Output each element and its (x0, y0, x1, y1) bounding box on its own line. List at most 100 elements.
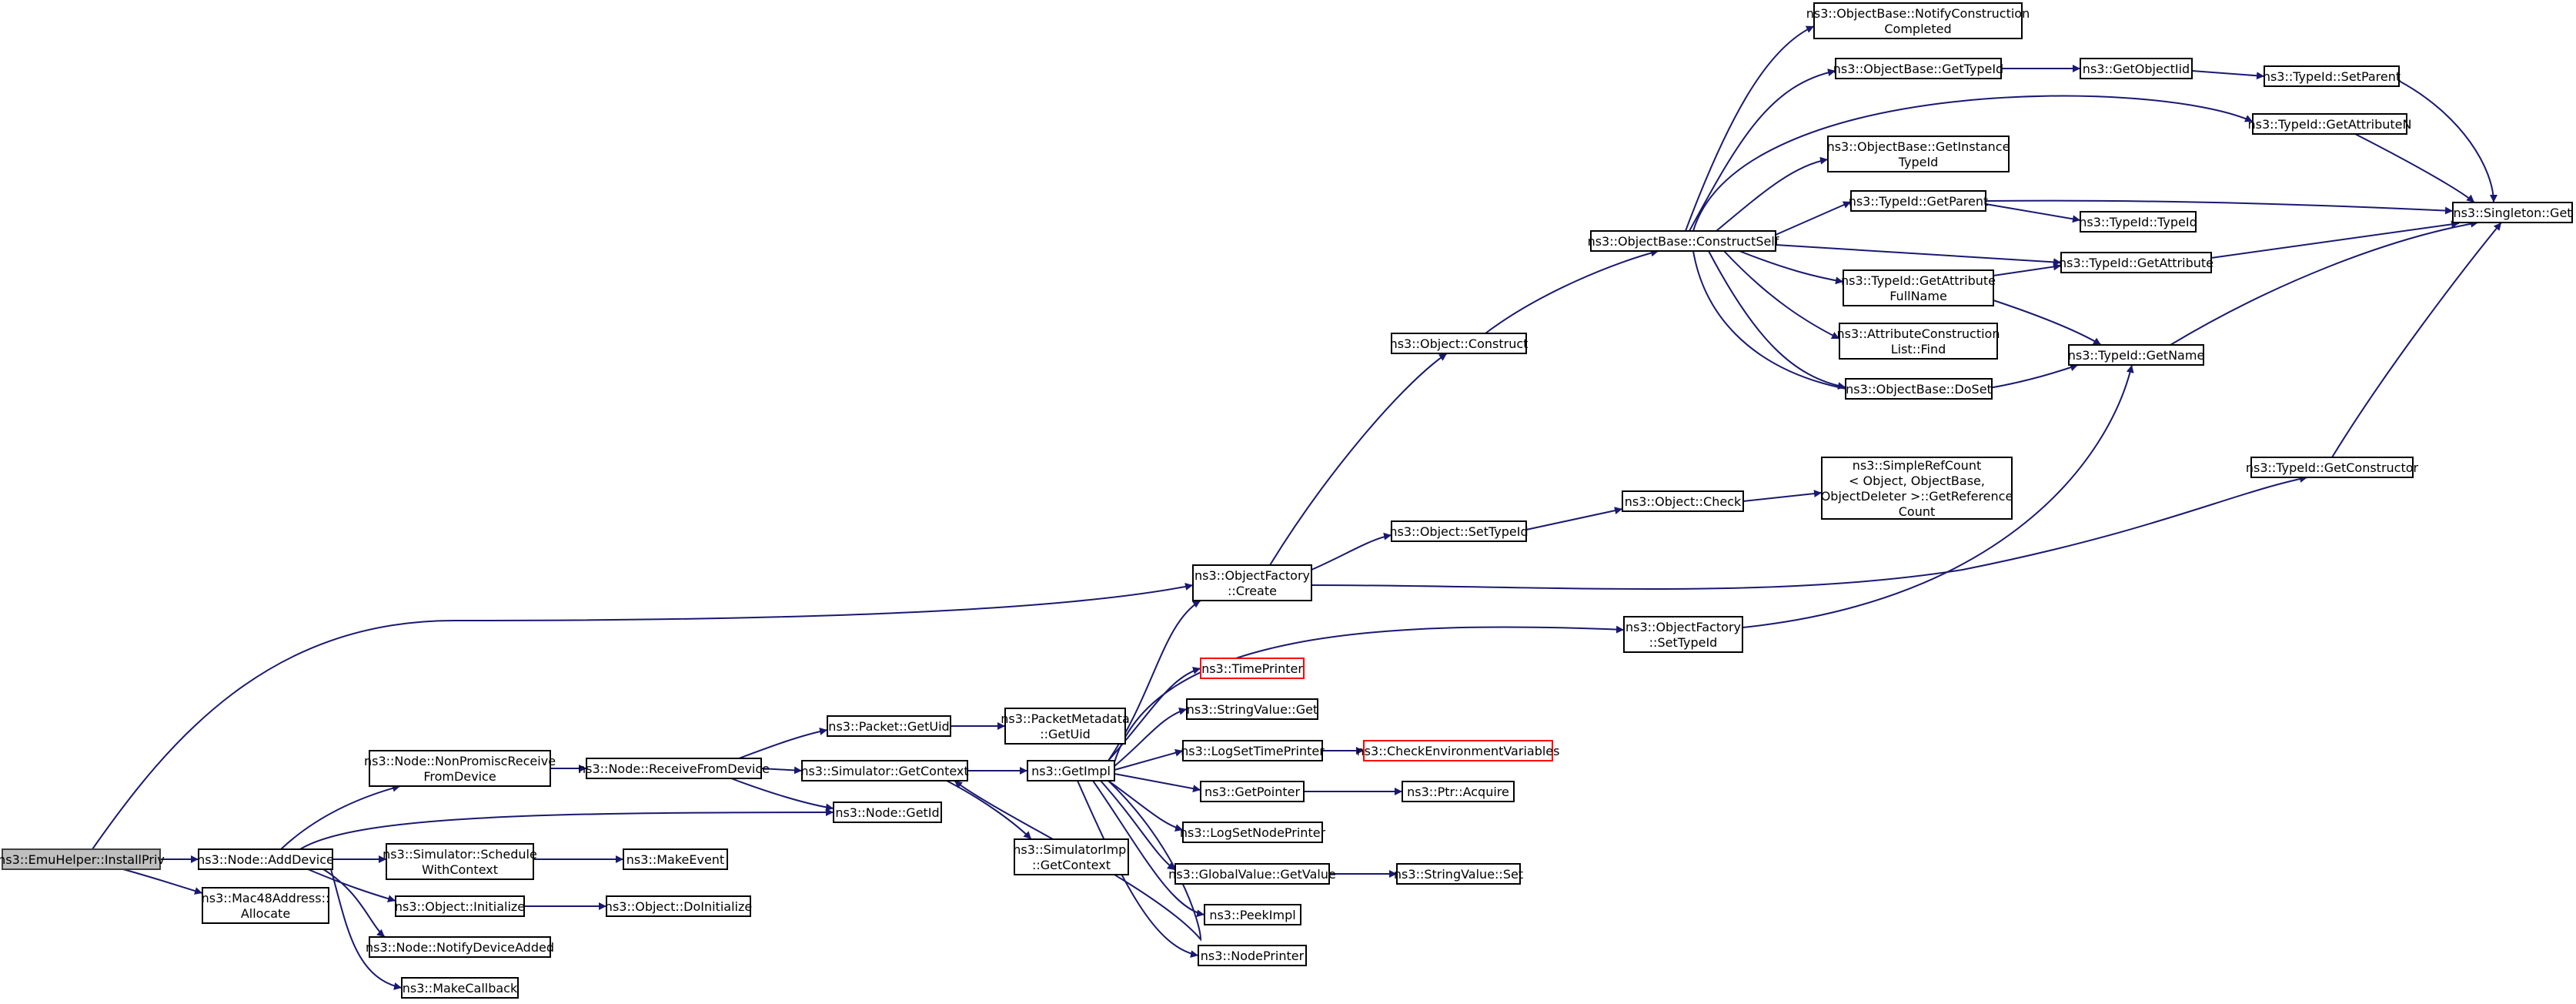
node-box-getattributefullname[interactable] (1843, 269, 1994, 306)
node-box-allocate[interactable] (202, 887, 329, 924)
node-makeevent[interactable]: ns3::MakeEvent (623, 848, 728, 870)
node-singletonget[interactable]: ns3::Singleton::Get (2452, 202, 2573, 223)
node-nodegetid[interactable]: ns3::Node::GetId (833, 802, 942, 823)
node-box-typeidgetattribute[interactable] (2060, 252, 2212, 273)
node-box-objectsettypeid[interactable] (1391, 520, 1527, 542)
node-box-stringvalueset[interactable] (1396, 863, 1521, 885)
node-box-logsetnodeprinter[interactable] (1182, 822, 1323, 843)
node-box-typeidgetname[interactable] (2068, 344, 2204, 366)
node-box-notifydevadded[interactable] (369, 936, 551, 958)
node-box-installpriv[interactable] (2, 848, 161, 870)
node-box-typeidsetparent[interactable] (2264, 65, 2400, 87)
node-box-typeidgetattributen[interactable] (2252, 113, 2407, 135)
node-box-typeidgetparent[interactable] (1850, 190, 1986, 212)
node-box-doinitialize[interactable] (606, 895, 751, 917)
node-typeidgetname[interactable]: ns3::TypeId::GetName (2068, 344, 2205, 366)
node-installpriv[interactable]: ns3::EmuHelper::InstallPriv (0, 848, 165, 870)
node-box-schedulewithctx[interactable] (386, 843, 534, 880)
node-globalvalueget[interactable]: ns3::GlobalValue::GetValue (1168, 863, 1336, 885)
node-box-logsettimeprinter[interactable] (1182, 740, 1323, 761)
node-peekimpl[interactable]: ns3::PeekImpl (1204, 904, 1301, 925)
node-typeidgetparent[interactable]: ns3::TypeId::GetParent (1849, 190, 1989, 212)
node-box-objectconstruct[interactable] (1391, 333, 1527, 354)
node-doinitialize[interactable]: ns3::Object::DoInitialize (605, 895, 752, 917)
node-objectcheck[interactable]: ns3::Object::Check (1622, 490, 1744, 512)
node-box-makeevent[interactable] (623, 848, 728, 870)
node-typeidsetparent[interactable]: ns3::TypeId::SetParent (2263, 65, 2401, 87)
node-typeidtypeid[interactable]: ns3::TypeId::TypeId (2079, 211, 2197, 233)
node-allocate[interactable]: ns3::Mac48Address::Allocate (202, 887, 330, 924)
node-box-constructself[interactable] (1590, 230, 1776, 252)
node-box-notifyconstruction[interactable] (1813, 2, 2023, 39)
node-typeidgetattributen[interactable]: ns3::TypeId::GetAttributeN (2248, 113, 2412, 135)
node-obgettypeid[interactable]: ns3::ObjectBase::GetTypeId (1833, 58, 2003, 79)
node-typeidgetconstructor[interactable]: ns3::TypeId::GetConstructor (2246, 457, 2419, 478)
node-notifydevadded[interactable]: ns3::Node::NotifyDeviceAdded (366, 936, 554, 958)
node-getpointer[interactable]: ns3::GetPointer (1200, 781, 1305, 802)
node-box-objectcheck[interactable] (1622, 490, 1744, 512)
node-objectconstruct[interactable]: ns3::Object::Construct (1390, 333, 1529, 354)
node-box-nodegetid[interactable] (833, 802, 942, 823)
node-box-pktmetagetuid[interactable] (1004, 708, 1126, 745)
node-box-nonpromisc[interactable] (369, 750, 551, 787)
node-notifyconstruction[interactable]: ns3::ObjectBase::NotifyConstructionCompl… (1806, 2, 2030, 39)
node-box-simgetcontext[interactable] (801, 760, 968, 781)
node-box-globalvalueget[interactable] (1174, 863, 1330, 885)
node-box-getobjectiid[interactable] (2080, 58, 2193, 79)
node-box-typeidtypeid[interactable] (2080, 211, 2197, 233)
node-box-singletonget[interactable] (2452, 202, 2573, 223)
node-stringvalueset[interactable]: ns3::StringValue::Set (1394, 863, 1523, 885)
node-getobjectiid[interactable]: ns3::GetObjectIid (2080, 58, 2193, 79)
node-box-getinstancetypeid[interactable] (1827, 136, 2010, 172)
node-objectsettypeid[interactable]: ns3::Object::SetTypeId (1389, 520, 1529, 542)
node-box-getimpl[interactable] (1027, 760, 1115, 781)
node-packetgetuid[interactable]: ns3::Packet::GetUid (827, 715, 951, 737)
node-box-simimplgetctx[interactable] (1014, 838, 1129, 875)
node-box-objfactorycreate[interactable] (1192, 564, 1312, 601)
node-stringvalueget[interactable]: ns3::StringValue::Get (1186, 698, 1318, 720)
node-obdoset[interactable]: ns3::ObjectBase::DoSet (1845, 378, 1993, 400)
node-timeprinter[interactable]: ns3::TimePrinter (1200, 658, 1305, 679)
node-simgetcontext[interactable]: ns3::Simulator::GetContext (800, 760, 969, 781)
node-logsettimeprinter[interactable]: ns3::LogSetTimePrinter (1181, 740, 1325, 761)
node-box-stringvalueget[interactable] (1186, 698, 1318, 720)
node-box-typeidgetconstructor[interactable] (2250, 457, 2414, 478)
node-logsetnodeprinter[interactable]: ns3::LogSetNodePrinter (1180, 822, 1326, 843)
node-box-ptracquire[interactable] (1402, 781, 1515, 802)
node-objfactorycreate[interactable]: ns3::ObjectFactory::Create (1192, 564, 1312, 601)
node-box-timeprinter[interactable] (1200, 658, 1305, 679)
node-box-obdoset[interactable] (1845, 378, 1993, 400)
node-adddevice[interactable]: ns3::Node::AddDevice (197, 848, 334, 870)
node-simplerefcount[interactable]: ns3::SimpleRefCount< Object, ObjectBase,… (1821, 457, 2013, 520)
node-nodeprinter[interactable]: ns3::NodePrinter (1198, 945, 1307, 966)
node-box-nodeprinter[interactable] (1198, 945, 1307, 966)
node-box-objinit[interactable] (395, 895, 525, 917)
node-box-obgettypeid[interactable] (1835, 58, 2002, 79)
node-objfactorysettypeid[interactable]: ns3::ObjectFactory::SetTypeId (1623, 616, 1743, 653)
node-makecallback[interactable]: ns3::MakeCallback (401, 977, 519, 999)
node-box-checkenv[interactable] (1363, 740, 1553, 761)
node-box-getpointer[interactable] (1200, 781, 1305, 802)
node-box-receivefromdevice[interactable] (586, 758, 762, 779)
node-pktmetagetuid[interactable]: ns3::PacketMetadata::GetUid (1001, 708, 1130, 745)
node-typeidgetattribute[interactable]: ns3::TypeId::GetAttribute (2059, 252, 2213, 273)
node-box-objfactorysettypeid[interactable] (1623, 616, 1743, 653)
node-checkenv[interactable]: ns3::CheckEnvironmentVariables (1357, 740, 1560, 761)
node-getimpl[interactable]: ns3::GetImpl (1027, 760, 1115, 781)
node-box-peekimpl[interactable] (1204, 904, 1301, 925)
node-box-attrconstructionfind[interactable] (1839, 323, 1998, 360)
node-receivefromdevice[interactable]: ns3::Node::ReceiveFromDevice (578, 758, 770, 779)
node-objinit[interactable]: ns3::Object::Initialize (395, 895, 525, 917)
node-ptracquire[interactable]: ns3::Ptr::Acquire (1402, 781, 1515, 802)
node-constructself[interactable]: ns3::ObjectBase::ConstructSelf (1588, 230, 1779, 252)
node-simimplgetctx[interactable]: ns3::SimulatorImpl::GetContext (1013, 838, 1130, 875)
node-box-makecallback[interactable] (401, 977, 519, 999)
node-box-simplerefcount[interactable] (1821, 457, 2013, 520)
node-box-adddevice[interactable] (198, 848, 333, 870)
node-box-packetgetuid[interactable] (827, 715, 951, 737)
